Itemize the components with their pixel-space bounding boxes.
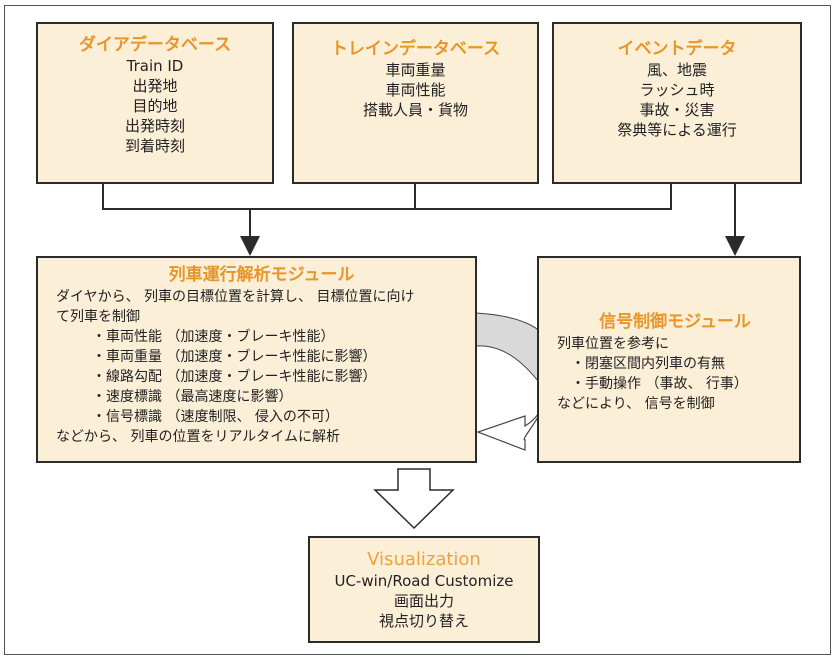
viz-item-viewpoint-switch: 視点切り替え [378, 612, 469, 630]
dia-item-origin: 出発地 [132, 77, 178, 95]
analysis-bullet-vehicle-weight: ・車両重量 （加速度・ブレーキ性能に影響） [92, 349, 377, 365]
event-item-accident-disaster: 事故・災害 [639, 101, 715, 119]
arrow-down-to-signal [725, 236, 745, 256]
train-database-title: トレインデータベース [330, 39, 501, 59]
event-item-rush-hour: ラッシュ時 [639, 81, 715, 99]
merge-connector [102, 183, 672, 238]
event-item-festival-operation: 祭典等による運行 [617, 121, 737, 139]
analysis-bullet-track-gradient: ・線路勾配 （加速度・ブレーキ性能に影響） [92, 369, 377, 385]
train-item-weight: 車両重量 [385, 61, 446, 79]
arrow-down-to-analysis [240, 236, 260, 256]
visualization-box: Visualization UC-win/Road Customize 画面出力… [308, 536, 540, 643]
event-item-wind-earthquake: 風、地震 [646, 61, 707, 79]
train-item-load: 搭載人員・貨物 [362, 101, 468, 119]
viz-item-screen-output: 画面出力 [393, 592, 454, 610]
analysis-outro: などから、 列車の位置をリアルタイムに解析 [56, 429, 341, 445]
signal-outro: などにより、 信号を制御 [557, 396, 715, 412]
analysis-intro-line-2: て列車を制御 [56, 309, 140, 325]
train-database-box: トレインデータベース 車両重量 車両性能 搭載人員・貨物 [292, 22, 539, 184]
dia-item-departure-time: 出発時刻 [124, 117, 185, 135]
dia-database-title: ダイアデータベース [78, 35, 232, 55]
train-analysis-module-title: 列車運行解析モジュール [168, 265, 355, 285]
train-item-performance: 車両性能 [385, 81, 446, 99]
dia-item-arrival-time: 到着時刻 [124, 137, 185, 155]
signal-intro: 列車位置を参考に [557, 336, 669, 352]
signal-control-module-title: 信号制御モジュール [599, 312, 751, 332]
analysis-bullet-signal-sign: ・信号標識 （速度制限、 侵入の不可） [92, 409, 339, 425]
signal-bullet-manual-operation: ・手動操作 （事故、 行事） [571, 376, 748, 392]
dia-item-train-id: Train ID [126, 57, 184, 75]
signal-control-module-box: 信号制御モジュール 列車位置を参考に ・閉塞区間内列車の有無 ・手動操作 （事故… [537, 256, 801, 463]
viz-item-ucwin-road: UC-win/Road Customize [334, 572, 514, 590]
signal-bullet-block-occupancy: ・閉塞区間内列車の有無 [571, 356, 725, 372]
analysis-bullet-vehicle-performance: ・車両性能 （加速度・ブレーキ性能） [92, 329, 335, 345]
analysis-bullet-speed-sign: ・速度標識 （最高速度に影響） [92, 389, 293, 405]
event-data-box: イベントデータ 風、地震 ラッシュ時 事故・災害 祭典等による運行 [552, 22, 802, 184]
hollow-arrow-to-visualization [373, 468, 455, 530]
visualization-title: Visualization [367, 549, 481, 570]
event-data-title: イベントデータ [617, 39, 737, 59]
dia-item-destination: 目的地 [132, 97, 178, 115]
train-analysis-module-box: 列車運行解析モジュール ダイヤから、 列車の目標位置を計算し、 目標位置に向け … [36, 256, 477, 463]
analysis-intro-line-1: ダイヤから、 列車の目標位置を計算し、 目標位置に向け [56, 289, 415, 305]
dia-database-box: ダイアデータベース Train ID 出発地 目的地 出発時刻 到着時刻 [36, 22, 274, 184]
